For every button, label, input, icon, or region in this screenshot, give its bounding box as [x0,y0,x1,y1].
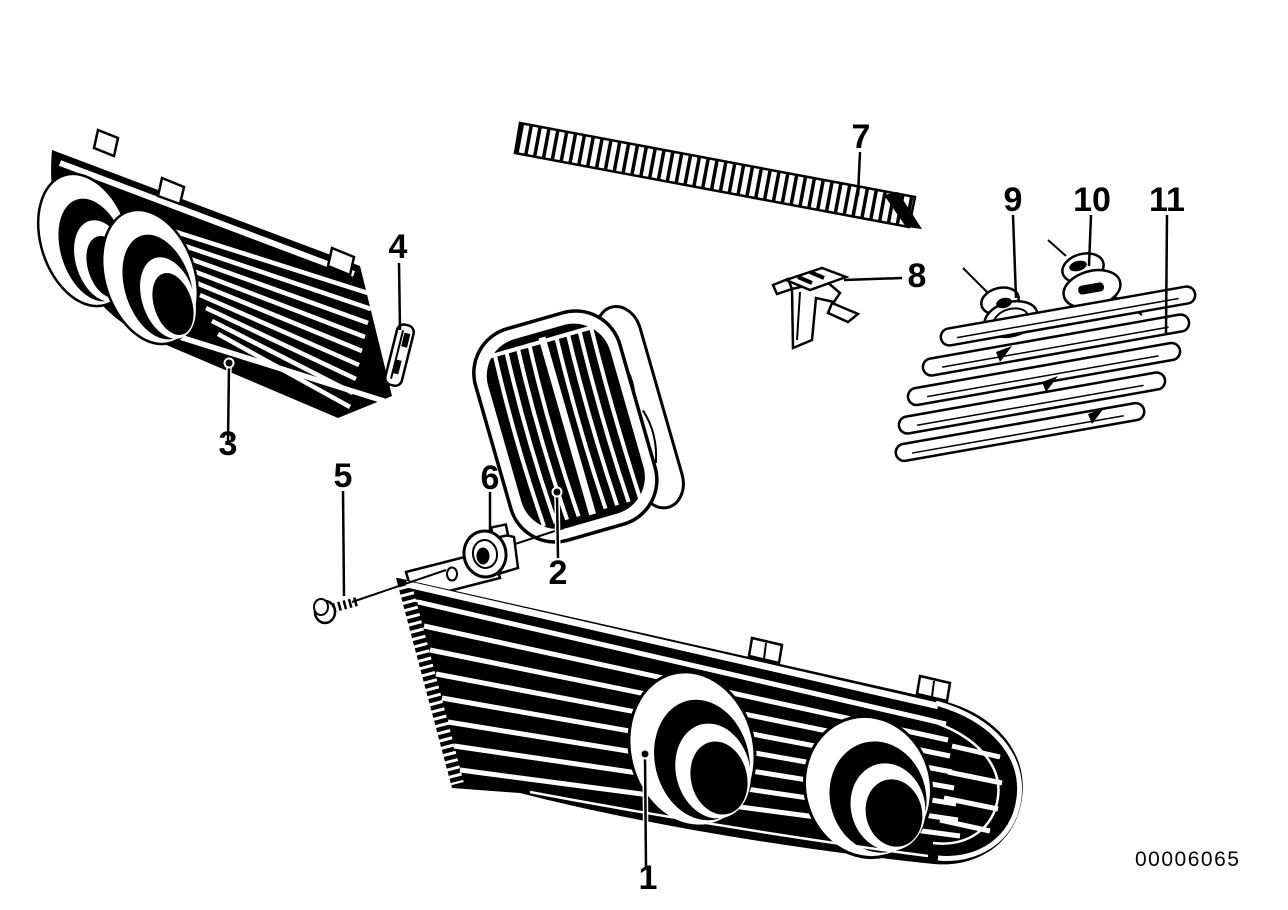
leader-dot-3 [225,359,233,367]
leader-line-1 [643,756,648,869]
part-2-kidney-grille [472,305,685,544]
callout-label-11: 11 [1149,181,1185,219]
leader-line-9 [1011,214,1018,299]
part-6-clip-nut [462,522,565,579]
callout-labels: 1 2 3 4 5 6 7 8 9 10 11 [219,118,1185,897]
leader-line-10 [1087,214,1093,267]
kidney-slats [492,325,643,527]
leader-lines [223,151,1169,869]
callout-label-9: 9 [1004,181,1023,219]
part-10-grommet-slotted [1047,239,1143,316]
callout-label-6: 6 [481,459,500,497]
leader-line-4 [397,262,402,331]
part-11-slat-grille [894,285,1197,463]
leader-line-8 [843,276,903,282]
screw-axis-line [351,569,447,603]
callout-label-10: 10 [1073,181,1111,219]
cap-slats [939,743,1003,834]
part-5-screw [313,569,447,625]
drawing-code: 00006065 [1135,848,1240,871]
leader-line-3 [226,365,231,442]
leader-line-2 [555,494,560,559]
callout-label-5: 5 [334,457,353,495]
leader-line-5 [341,490,346,597]
part-3-upper-left-grille [36,128,392,418]
leader-dot-2 [553,488,561,496]
leader-line-11 [1164,214,1169,334]
part-4-trim-strip [383,323,415,388]
callout-label-2: 2 [549,554,568,592]
callout-label-1: 1 [639,859,658,897]
part-8-bracket-clip [771,266,861,350]
callout-label-4: 4 [389,228,408,266]
leader-line-7 [856,151,862,197]
leader-dot-1 [641,750,649,758]
part-3-mounting-tabs [92,128,356,277]
callout-label-7: 7 [852,118,871,156]
callout-label-3: 3 [219,425,238,463]
part-7-mesh-strip [513,121,922,229]
callout-label-8: 8 [908,257,927,295]
part-1-lower-grille [396,548,1023,865]
